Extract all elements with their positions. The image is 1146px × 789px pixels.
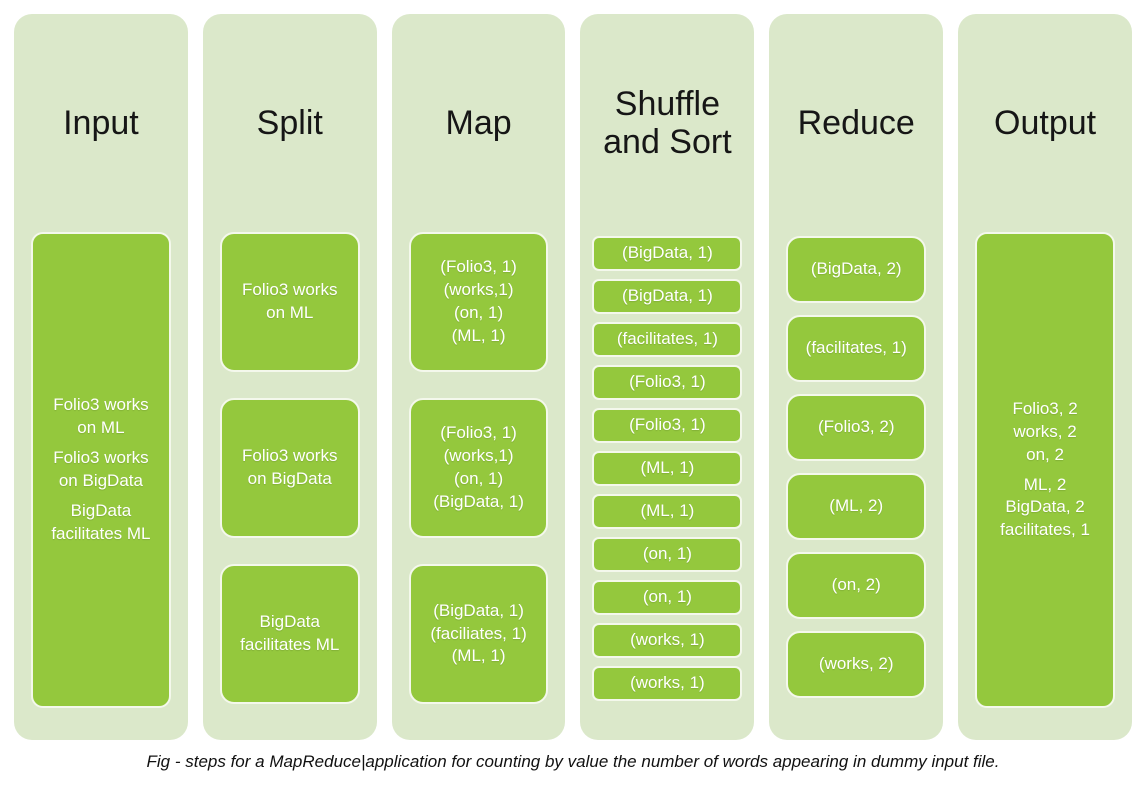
reduce-item: (facilitates, 1)	[786, 315, 927, 382]
split-box-text: BigData facilitates ML	[240, 612, 340, 654]
output-line-group: ML, 2 BigData, 2 facilitates, 1	[1000, 474, 1090, 540]
split-box: Folio3 works on ML	[219, 232, 360, 372]
reduce-item: (on, 2)	[786, 552, 927, 619]
shuffle-item: (ML, 1)	[592, 494, 743, 529]
column-title-split: Split	[256, 103, 323, 142]
reduce-item: (ML, 2)	[786, 473, 927, 540]
column-title-shuffle-and-sort: Shuffle and Sort	[603, 84, 732, 161]
column-title-input: Input	[63, 103, 139, 142]
shuffle-item: (ML, 1)	[592, 451, 743, 486]
input-line-group: BigData facilitates ML	[51, 500, 151, 543]
map-box-text: (BigData, 1) (faciliates, 1) (ML, 1)	[430, 600, 527, 666]
column-title-reduce: Reduce	[797, 103, 915, 142]
column-body-input: Folio3 works on ML Folio3 works on BigDa…	[14, 232, 188, 740]
shuffle-item: (on, 1)	[592, 580, 743, 615]
column-body-output: Folio3, 2 works, 2 on, 2 ML, 2 BigData, …	[958, 232, 1132, 740]
shuffle-item: (BigData, 1)	[592, 236, 743, 271]
split-box: Folio3 works on BigData	[219, 398, 360, 538]
input-line-group: Folio3 works on BigData	[53, 448, 149, 490]
column-map: Map (Folio3, 1) (works,1) (on, 1) (ML, 1…	[391, 14, 566, 740]
column-body-map: (Folio3, 1) (works,1) (on, 1) (ML, 1) (F…	[392, 232, 566, 740]
reduce-item: (works, 2)	[786, 631, 927, 698]
map-box: (Folio3, 1) (works,1) (on, 1) (ML, 1)	[408, 232, 549, 372]
column-output: Output Folio3, 2 works, 2 on, 2 ML, 2 Bi…	[958, 14, 1132, 740]
map-box: (Folio3, 1) (works,1) (on, 1) (BigData, …	[408, 398, 549, 538]
column-input: Input Folio3 works on ML Folio3 works on…	[14, 14, 188, 740]
shuffle-item: (works, 1)	[592, 623, 743, 658]
split-box-text: Folio3 works on BigData	[242, 446, 338, 488]
reduce-item: (BigData, 2)	[786, 236, 927, 303]
column-body-shuffle-and-sort: (BigData, 1) (BigData, 1) (facilitates, …	[580, 232, 754, 740]
shuffle-item: (works, 1)	[592, 666, 743, 701]
output-line-group: Folio3, 2 works, 2 on, 2	[1012, 398, 1078, 464]
column-split: Split Folio3 works on ML Folio3 works on…	[202, 14, 377, 740]
output-box: Folio3, 2 works, 2 on, 2 ML, 2 BigData, …	[975, 232, 1115, 708]
split-box: BigData facilitates ML	[219, 564, 360, 704]
split-box-text: Folio3 works on ML	[242, 280, 338, 322]
column-title-output: Output	[994, 103, 1097, 142]
column-body-reduce: (BigData, 2) (facilitates, 1) (Folio3, 2…	[769, 232, 943, 740]
column-title-map: Map	[445, 103, 512, 142]
map-box-text: (Folio3, 1) (works,1) (on, 1) (BigData, …	[433, 423, 524, 511]
shuffle-item: (Folio3, 1)	[592, 365, 743, 400]
column-reduce: Reduce (BigData, 2) (facilitates, 1) (Fo…	[769, 14, 944, 740]
column-shuffle-and-sort: Shuffle and Sort (BigData, 1) (BigData, …	[580, 14, 755, 740]
column-body-split: Folio3 works on ML Folio3 works on BigDa…	[203, 232, 377, 740]
shuffle-item: (on, 1)	[592, 537, 743, 572]
shuffle-item: (BigData, 1)	[592, 279, 743, 314]
input-box: Folio3 works on ML Folio3 works on BigDa…	[31, 232, 171, 708]
map-box-text: (Folio3, 1) (works,1) (on, 1) (ML, 1)	[440, 257, 517, 345]
figure-caption: Fig - steps for a MapReduce|application …	[146, 752, 1000, 771]
shuffle-item: (facilitates, 1)	[592, 322, 743, 357]
reduce-item: (Folio3, 2)	[786, 394, 927, 461]
diagram-columns: Input Folio3 works on ML Folio3 works on…	[14, 14, 1132, 740]
shuffle-item: (Folio3, 1)	[592, 408, 743, 443]
input-line-group: Folio3 works on ML	[53, 395, 149, 438]
map-box: (BigData, 1) (faciliates, 1) (ML, 1)	[408, 564, 549, 704]
